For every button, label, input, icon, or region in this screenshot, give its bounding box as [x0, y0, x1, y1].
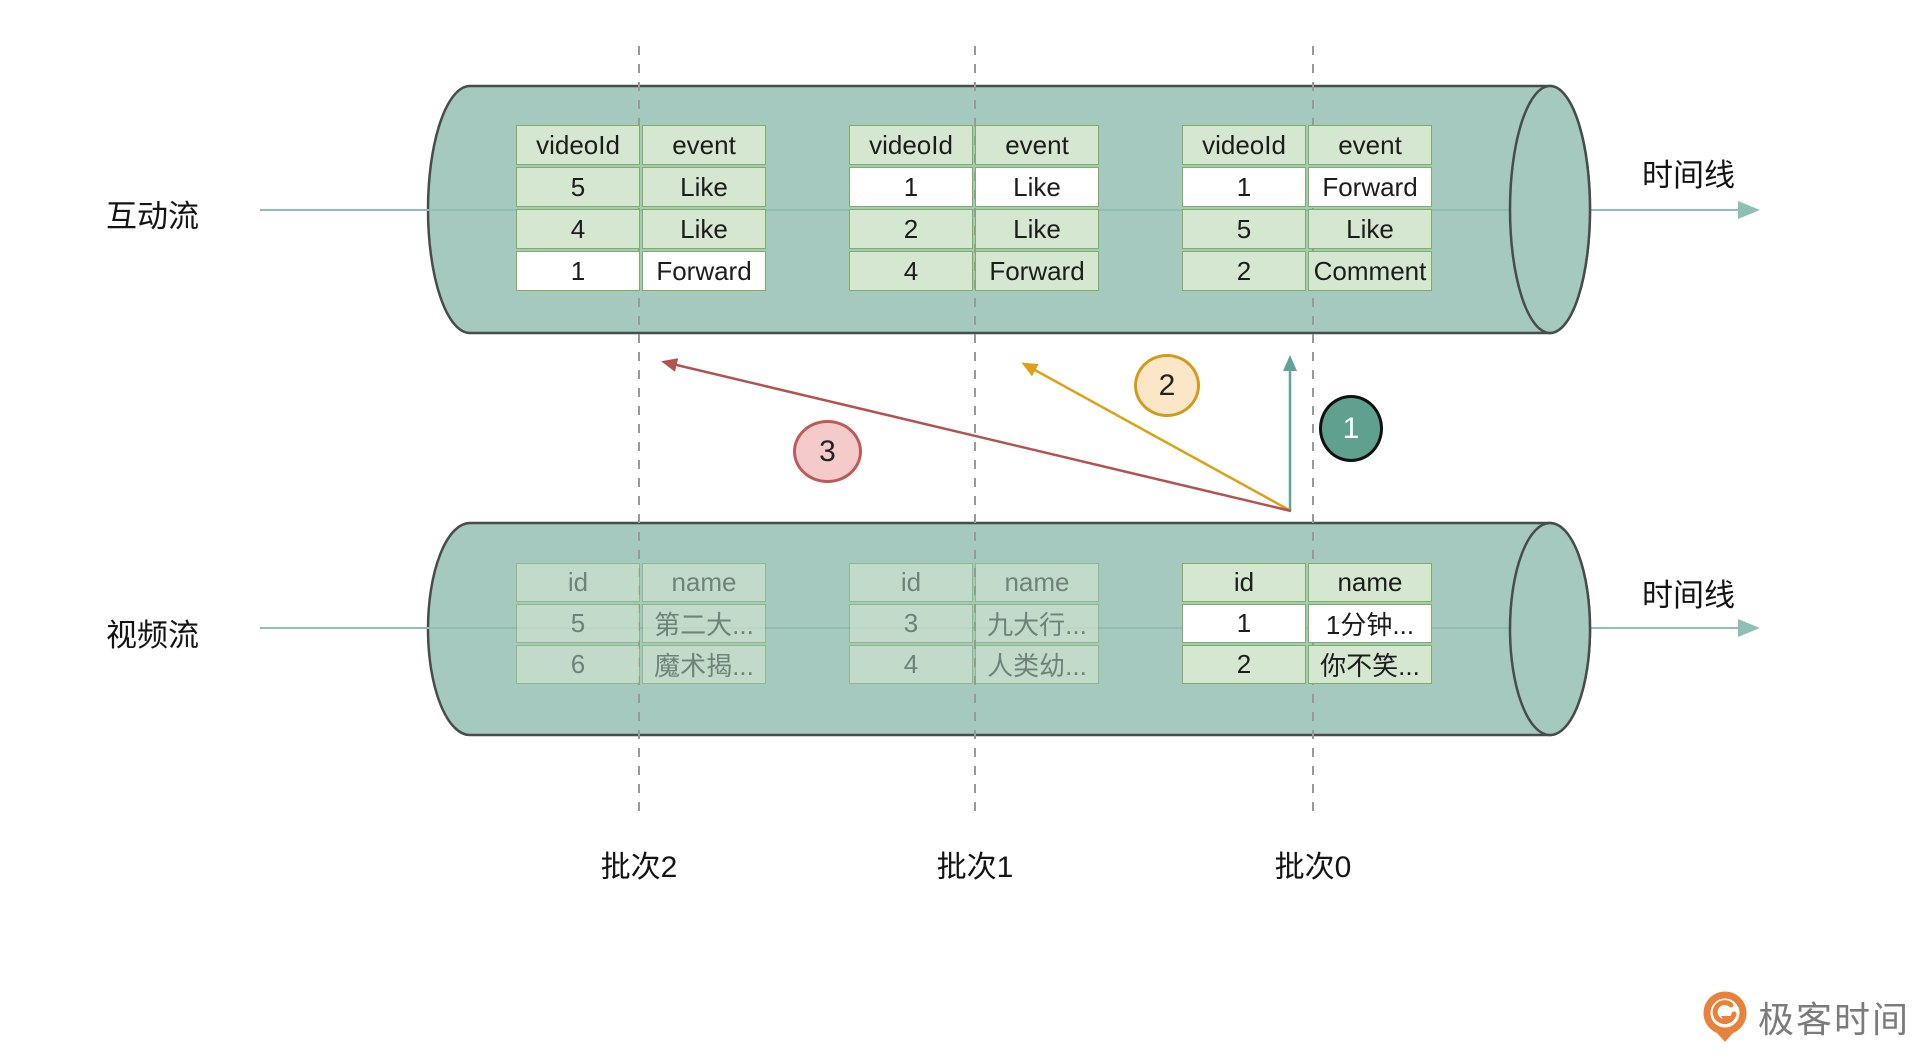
- table-cell: 你不笑...: [1308, 645, 1432, 684]
- header-cell: videoId: [516, 125, 640, 165]
- table-cell: 人类幼...: [975, 645, 1099, 684]
- table-cell: 6: [516, 645, 640, 684]
- table-cell-highlight: 1分钟...: [1308, 604, 1432, 643]
- geektime-logo: 极客时间: [1700, 990, 1910, 1044]
- interaction-timeline-label: 时间线: [1642, 158, 1735, 193]
- header-cell: name: [1308, 563, 1432, 602]
- interaction-stream-label: 互动流: [106, 199, 199, 234]
- table-cell: 5: [516, 604, 640, 643]
- header-cell: event: [1308, 125, 1432, 165]
- table-cell: 4: [849, 645, 973, 684]
- step3-arrow: [661, 358, 1292, 513]
- header-cell: event: [642, 125, 766, 165]
- table-cell: Like: [975, 209, 1099, 249]
- table-cell: 九大行...: [975, 604, 1099, 643]
- video-batch1-table: id name 3 九大行... 4 人类幼...: [849, 563, 1099, 684]
- table-cell-highlight: 1: [1182, 167, 1306, 207]
- table-cell: 2: [1182, 645, 1306, 684]
- table-cell: Like: [1308, 209, 1432, 249]
- batch0-label: 批次0: [1274, 851, 1352, 884]
- batch2-label: 批次2: [600, 851, 678, 884]
- table-cell: 魔术揭...: [642, 645, 766, 684]
- table-cell: Like: [642, 209, 766, 249]
- table-cell: 2: [1182, 251, 1306, 291]
- video-stream-label: 视频流: [106, 618, 199, 653]
- table-cell: Comment: [1308, 251, 1432, 291]
- header-cell: id: [1182, 563, 1306, 602]
- interaction-batch2-table: videoId event 5 Like 4 Like 1 Forward: [516, 125, 766, 291]
- table-cell: 第二大...: [642, 604, 766, 643]
- table-cell-highlight: 1: [849, 167, 973, 207]
- table-cell-highlight: 1: [516, 251, 640, 291]
- step-marker-3: 3: [793, 420, 862, 483]
- table-cell: 5: [516, 167, 640, 207]
- step-marker-2: 2: [1134, 354, 1200, 417]
- video-cylinder-cap: [1508, 521, 1592, 737]
- header-cell: id: [849, 563, 973, 602]
- table-cell: 4: [849, 251, 973, 291]
- video-batch0-table: id name 1 1分钟... 2 你不笑...: [1182, 563, 1432, 684]
- header-cell: event: [975, 125, 1099, 165]
- header-cell: name: [975, 563, 1099, 602]
- table-cell-highlight: Forward: [1308, 167, 1432, 207]
- table-cell: Forward: [975, 251, 1099, 291]
- interaction-cylinder-cap: [1508, 84, 1592, 335]
- table-cell-highlight: 1: [1182, 604, 1306, 643]
- header-cell: id: [516, 563, 640, 602]
- step-marker-1: 1: [1319, 395, 1383, 462]
- table-cell: 5: [1182, 209, 1306, 249]
- step2-arrow: [1021, 362, 1292, 513]
- header-cell: videoId: [1182, 125, 1306, 165]
- table-cell: 3: [849, 604, 973, 643]
- batch1-label: 批次1: [936, 851, 1014, 884]
- geektime-logo-text: 极客时间: [1758, 999, 1911, 1040]
- interaction-batch1-table: videoId event 1 Like 2 Like 4 Forward: [849, 125, 1099, 291]
- video-batch2-table: id name 5 第二大... 6 魔术揭...: [516, 563, 766, 684]
- geektime-logo-icon: [1703, 991, 1747, 1042]
- header-cell: name: [642, 563, 766, 602]
- table-cell-highlight: Like: [975, 167, 1099, 207]
- table-cell: Like: [642, 167, 766, 207]
- table-cell: 2: [849, 209, 973, 249]
- table-cell: 4: [516, 209, 640, 249]
- table-cell-highlight: Forward: [642, 251, 766, 291]
- video-timeline-label: 时间线: [1642, 578, 1735, 613]
- interaction-batch0-table: videoId event 1 Forward 5 Like 2 Comment: [1182, 125, 1432, 291]
- header-cell: videoId: [849, 125, 973, 165]
